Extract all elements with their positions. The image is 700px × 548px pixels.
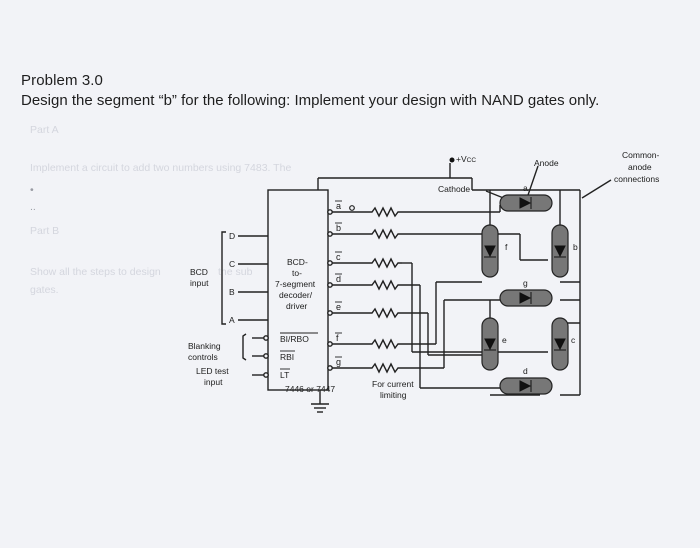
blanking-label-1: Blanking <box>188 341 221 351</box>
faint-part-a: Part A <box>30 124 59 136</box>
current-limiting-label-2: limiting <box>380 390 407 400</box>
output-e-label: e <box>336 302 341 312</box>
segment-a-label: a <box>523 183 528 193</box>
faint-dots: .. <box>30 201 36 213</box>
bcd-input-label-1: BCD <box>190 267 208 277</box>
segment-b-label: b <box>573 242 578 252</box>
segment-g-label: g <box>523 278 528 288</box>
chip-label-2: to- <box>292 268 302 278</box>
segment-c-label: c <box>571 335 576 345</box>
output-marker <box>349 205 355 211</box>
output-f-label: f <box>336 333 339 343</box>
faint-bullet: • <box>30 184 34 196</box>
chip-label-4: decoder/ <box>279 290 313 300</box>
chip-label-1: BCD- <box>287 257 308 267</box>
faint-part-b: Part B <box>30 225 60 237</box>
part-number-label: 7446 or 7447 <box>285 384 335 394</box>
faint-part-b-line-b: the sub <box>218 266 253 278</box>
current-limiting-label-1: For current <box>372 379 414 389</box>
input-a-label: A <box>229 315 235 325</box>
led-test-label-1: LED test <box>196 366 229 376</box>
lt-label: LT <box>280 370 289 380</box>
bcd-input-label-2: input <box>190 278 209 288</box>
led-segments <box>481 194 569 395</box>
segment-e-label: e <box>502 335 507 345</box>
faint-part-b-line2: gates. <box>30 284 59 296</box>
decoder-chip <box>267 189 329 391</box>
cathode-label: Cathode <box>438 184 470 194</box>
blanking-label-2: controls <box>188 352 218 362</box>
rbi-label: RBI <box>280 352 294 362</box>
output-b-label: b <box>336 223 341 233</box>
chip-label-3: 7-segment <box>275 279 316 289</box>
common-anode-label-2: anode <box>628 162 652 172</box>
wires <box>221 163 612 413</box>
anode-label: Anode <box>534 158 559 168</box>
vcc-label: +VCC <box>456 154 476 164</box>
bi-rbo-label: BI/RBO <box>280 334 309 344</box>
segment-d-label: d <box>523 366 528 376</box>
problem-prompt: Design the segment “b” for the following… <box>21 92 600 109</box>
output-a-label: a <box>336 201 341 211</box>
common-anode-label-1: Common- <box>622 150 659 160</box>
segment-f-label: f <box>505 242 508 252</box>
vcc-terminal <box>449 157 455 163</box>
output-d-label: d <box>336 274 341 284</box>
faint-part-a-line: Implement a circuit to add two numbers u… <box>30 162 292 174</box>
output-g-label: g <box>336 357 341 367</box>
faint-part-b-line: Show all the steps to design <box>30 266 161 278</box>
common-anode-label-3: connections <box>614 174 659 184</box>
input-b-label: B <box>229 287 235 297</box>
chip-label-5: driver <box>286 301 307 311</box>
output-c-label: c <box>336 252 341 262</box>
input-d-label: D <box>229 231 235 241</box>
led-test-label-2: input <box>204 377 223 387</box>
problem-title: Problem 3.0 <box>21 72 103 89</box>
input-c-label: C <box>229 259 235 269</box>
